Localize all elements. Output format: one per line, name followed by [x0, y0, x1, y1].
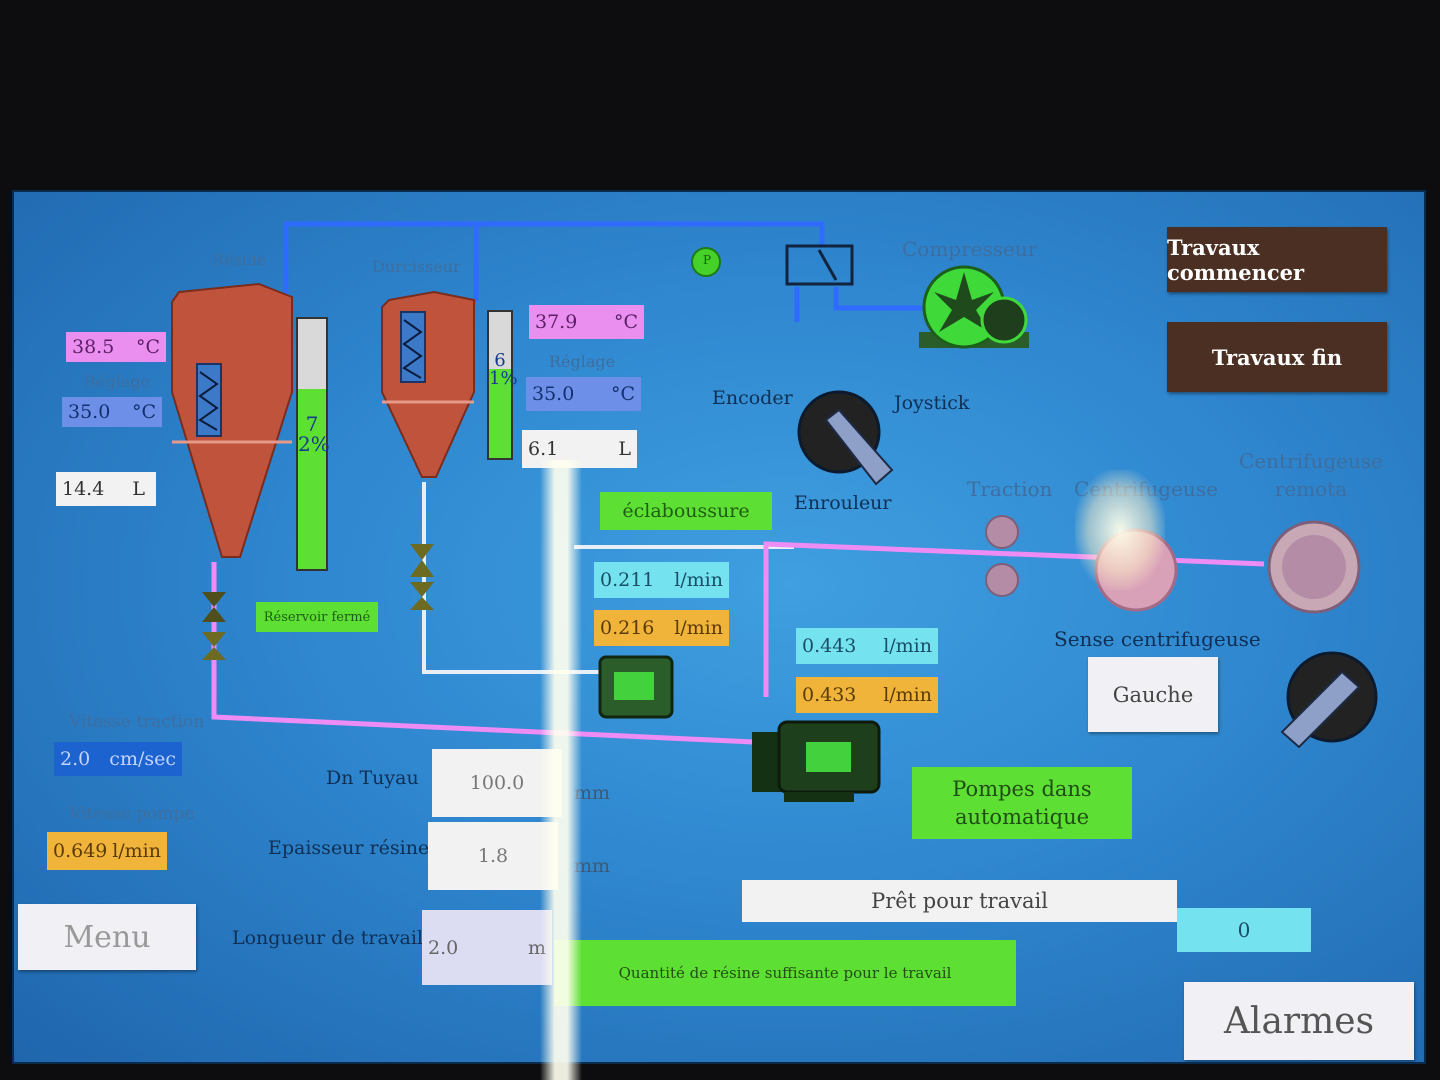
- pump-2-icon: [752, 720, 881, 802]
- hmi-screen: Résine Durcisseur 72% 61% 38.5°C Réglage…: [12, 190, 1426, 1064]
- centrifuge-remota-icon: [1267, 520, 1361, 614]
- resin-valve-icon: [202, 592, 226, 660]
- hardener-temp-display: 37.9°C: [529, 305, 644, 339]
- alarms-button[interactable]: Alarmes: [1184, 982, 1414, 1060]
- pump-1-icon: [598, 655, 674, 719]
- process-diagram: [171, 221, 1378, 802]
- splash-button[interactable]: éclaboussure: [600, 492, 772, 530]
- hardener-level-text: 61%: [489, 350, 518, 389]
- encoder-label: Encoder: [712, 387, 793, 409]
- hardener-level-fill: [489, 368, 511, 458]
- hardener-valve-icon: [410, 544, 434, 610]
- air-pipe-main: [283, 221, 825, 297]
- traction-gear-icon: [985, 515, 1019, 597]
- epaisseur-label: Epaisseur résine: [268, 837, 430, 859]
- joystick-label: Joystick: [894, 392, 970, 414]
- dn-tuyau-label: Dn Tuyau: [326, 767, 419, 789]
- air-pipe-compressor: [833, 287, 944, 311]
- resin-level-fill: [298, 389, 326, 569]
- dn-tuyau-input[interactable]: 100.0: [432, 749, 562, 817]
- resin-level-text: 72%: [298, 412, 330, 456]
- epaisseur-input[interactable]: 1.8: [428, 822, 558, 890]
- solenoid-valve-icon: [785, 244, 854, 286]
- resin-temp-display: 38.5°C: [66, 332, 166, 362]
- centrifuge-remota-label: Centrifugeuse remota: [1239, 449, 1383, 501]
- resin-setpoint-label: Réglage: [84, 372, 151, 391]
- enrouleur-label: Enrouleur: [794, 492, 892, 514]
- p-indicator-icon: [691, 247, 721, 277]
- resin-heater-icon: [196, 363, 222, 437]
- sense-knob-icon: [1280, 651, 1378, 749]
- resin-quantity-status: Quantité de résine suffisante pour le tr…: [554, 940, 1016, 1006]
- end-work-button[interactable]: Travaux fin: [1167, 322, 1387, 392]
- centrifuge-label: Centrifugeuse: [1074, 477, 1218, 501]
- work-counter: 0: [1177, 908, 1311, 952]
- hardener-setpoint-input[interactable]: 35.0°C: [526, 377, 641, 411]
- hardener-heater-icon: [400, 311, 426, 383]
- resin-level-bar: 72%: [296, 317, 330, 571]
- longueur-label: Longueur de travail: [232, 927, 424, 949]
- dn-tuyau-unit: mm: [574, 782, 611, 804]
- compressor-icon: [919, 265, 1029, 349]
- pumps-auto-button[interactable]: Pompes dans automatique: [912, 767, 1132, 839]
- encoder-knob-icon: [797, 390, 894, 486]
- resin-tank: [171, 282, 293, 558]
- reservoir-status: Réservoir fermé: [256, 602, 378, 632]
- compressor-label: Compresseur: [902, 237, 1038, 261]
- resin-tank-label: Résine: [212, 250, 267, 269]
- hardener-setpoint-label: Réglage: [549, 352, 616, 371]
- hardener-pipe: [422, 482, 614, 674]
- epaisseur-unit: mm: [574, 855, 611, 877]
- sense-direction-button[interactable]: Gauche: [1088, 657, 1218, 732]
- centrifuge-icon: [1094, 528, 1178, 612]
- ready-status: Prêt pour travail: [742, 880, 1177, 922]
- hardener-tank-label: Durcisseur: [372, 257, 461, 276]
- menu-button[interactable]: Menu: [18, 904, 196, 970]
- pump-speed-label: Vitesse pompe: [69, 804, 195, 824]
- resin-setpoint-input[interactable]: 35.0°C: [62, 397, 162, 427]
- traction-label: Traction: [967, 477, 1053, 501]
- traction-speed-label: Vitesse traction: [69, 712, 205, 732]
- p-indicator-label: P: [702, 253, 712, 267]
- hardener-level-bar: 61%: [487, 310, 518, 460]
- start-work-button[interactable]: Travaux commencer: [1167, 227, 1387, 292]
- sense-label: Sense centrifugeuse: [1054, 627, 1261, 651]
- hardener-tank: [381, 290, 475, 478]
